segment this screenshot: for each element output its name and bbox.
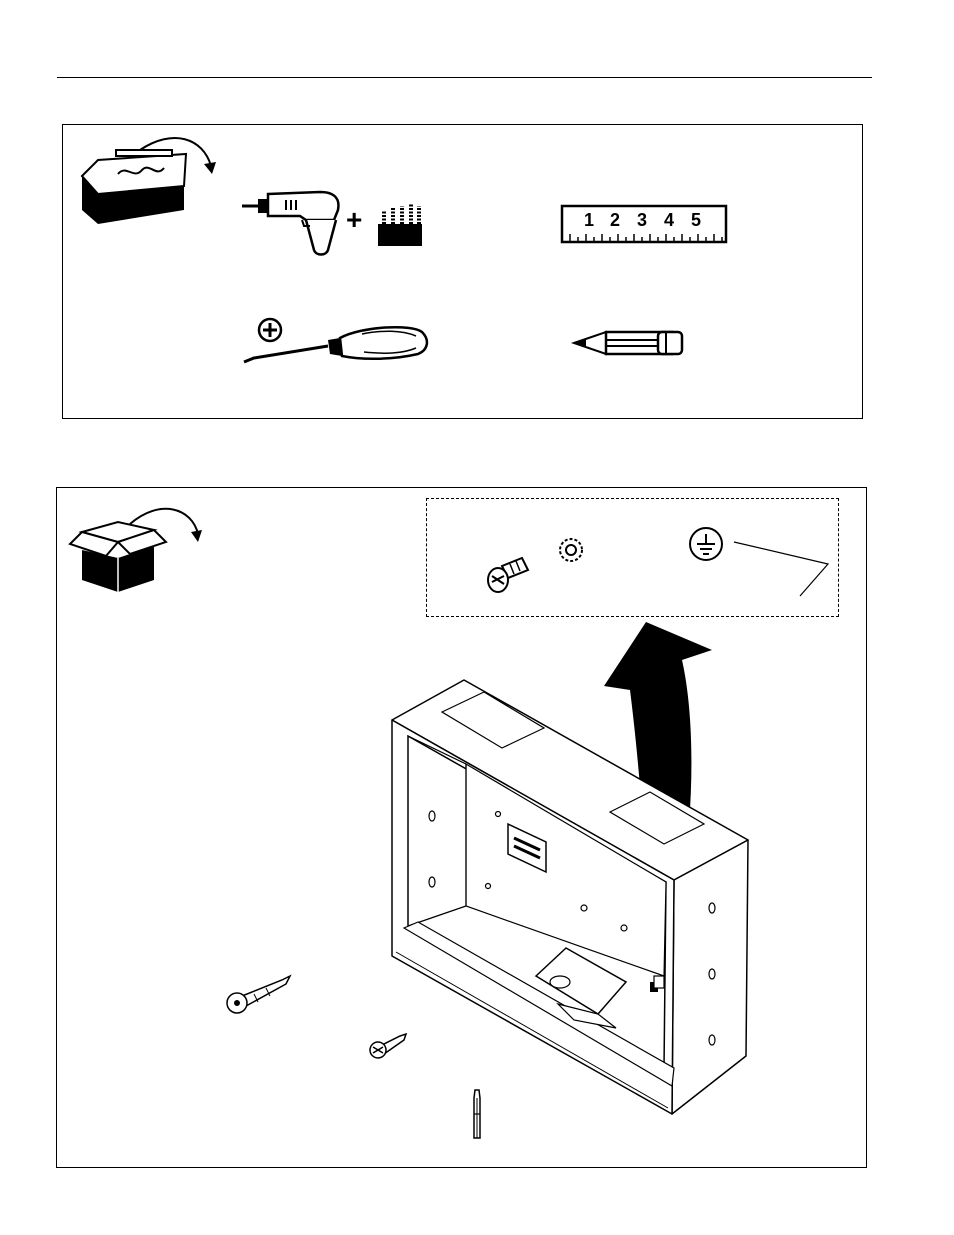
star-washer-icon	[556, 534, 586, 566]
ruler-number: 3	[637, 210, 647, 230]
drill-icon	[240, 186, 350, 260]
plus-sign: +	[346, 206, 362, 234]
pencil-icon	[572, 330, 688, 356]
bolt-icon	[484, 556, 530, 596]
header-rule	[57, 77, 872, 78]
toolbox-icon	[78, 128, 218, 228]
ruler-number: 4	[664, 210, 674, 230]
ruler-number: 1	[584, 210, 594, 230]
ruler-icon: 1 2 3 4 5	[560, 204, 728, 244]
enclosure-box	[388, 676, 750, 1116]
phillips-screwdriver-icon	[242, 316, 428, 368]
ground-symbol-icon	[688, 526, 838, 598]
anchor-icon	[224, 972, 294, 1016]
ruler-number: 5	[691, 210, 701, 230]
ruler-number: 2	[610, 210, 620, 230]
driver-bit-icon	[470, 1088, 484, 1142]
box-icon	[68, 500, 208, 594]
drill-bits-icon	[376, 202, 424, 248]
screw-icon	[368, 1032, 408, 1062]
